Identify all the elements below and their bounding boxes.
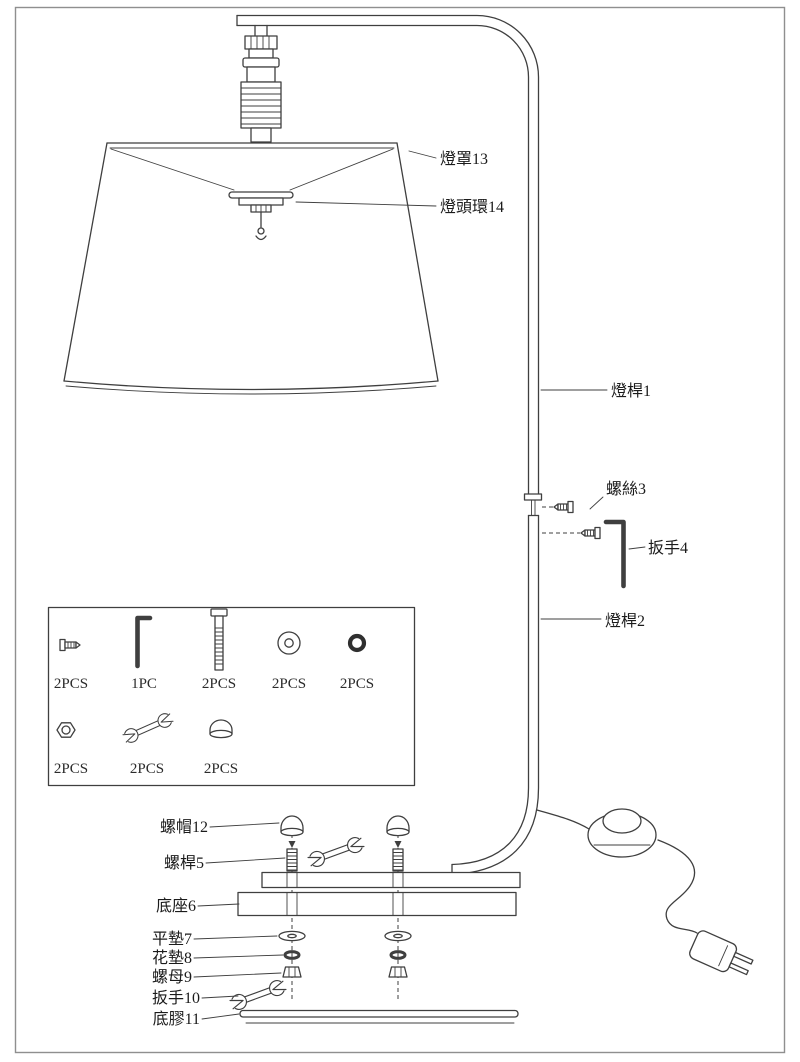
wrench-box-icon [121,710,175,746]
o-ring-icon [347,633,367,653]
cap-nut-right-icon [386,815,410,837]
arrow-down-icon [288,841,296,848]
leader-flat-washer [193,935,278,940]
screw-rod-right-icon [392,848,404,872]
power-plug [689,930,754,976]
callout-base-pad: 底膠11 [153,1010,200,1028]
callout-shade: 燈罩13 [440,150,488,168]
base-assembly [228,815,521,1024]
leader-nut [193,972,282,978]
wood-base [237,891,517,917]
callout-hex-wrench: 扳手4 [648,538,688,557]
leader-wrench [201,995,239,999]
foot-switch [587,808,657,858]
leader-spring-washer [193,954,284,959]
callout-wrench: 扳手10 [152,988,200,1007]
qty-label: 2PCS [272,676,306,692]
lower-pole [451,514,540,876]
leader-screw-rod [205,857,286,864]
arrow-down-icon [394,841,402,848]
power-assembly [536,808,754,976]
leader-shade [408,150,437,159]
grub-screw-icon [59,638,81,652]
callout-spring-washer: 花墊8 [152,949,192,967]
callout-nut: 螺母9 [152,968,192,986]
qty-label: 2PCS [340,676,374,692]
lampshade [63,142,439,395]
screw-rod-left-icon [286,848,298,872]
allen-key-box-icon [135,615,153,669]
qty-label: 1PC [131,676,157,692]
cap-nut-box-icon [209,719,233,739]
parts-box-border [47,606,416,787]
lamp-socket [240,24,282,143]
qty-label: 2PCS [130,761,164,777]
lamp-arm [236,14,540,495]
qty-label: 2PCS [204,761,238,777]
nut-icon [56,722,76,738]
flat-washer-right-icon [384,930,412,942]
leader-base [197,903,240,907]
flat-washer-icon [277,631,301,655]
set-screw-2 [542,526,601,540]
leader-hex-wrench [628,546,646,550]
callout-pole-upper: 燈桿1 [611,382,651,400]
nut-left-icon [282,966,302,978]
bolt-icon [210,608,228,671]
callouts-bottom-left: 螺帽12 螺桿5 底座6 平墊7 花墊8 螺母9 扳手10 底膠11 [152,818,286,1028]
base-pad-strip [239,1009,519,1018]
plug-prong-icon [733,951,754,965]
set-screw-1 [542,500,574,514]
callout-set-screw: 螺絲3 [606,480,646,498]
lamp-head-ring [228,191,294,241]
power-cord-left [536,809,590,830]
flat-washer-left-icon [278,930,306,942]
leader-set-screw [589,496,604,510]
leader-base-pad [201,1013,240,1020]
callout-pole-lower: 燈桿2 [605,612,645,630]
wrench-mid-icon [306,834,366,870]
callout-flat-washer: 平墊7 [152,930,192,948]
callout-screw-rod: 螺桿5 [164,854,204,872]
power-cord-right [657,839,698,934]
leader-cap-nut [209,822,280,828]
callout-head-ring: 燈頭環14 [440,198,504,216]
cap-nut-left-icon [280,815,304,837]
nut-right-icon [388,966,408,978]
page-frame [14,6,786,1054]
callout-cap-nut: 螺帽12 [160,818,208,836]
callouts-right: 燈罩13 燈頭環14 燈桿1 螺絲3 扳手4 燈桿2 [295,150,688,630]
allen-key-icon [603,519,626,589]
leader-head-ring [295,201,437,207]
qty-label: 2PCS [54,761,88,777]
plug-prong-icon [728,962,749,976]
parts-box: 2PCS 1PC 2PCS 2PCS 2PCS 2PCS 2PCS 2PCS [47,606,416,787]
qty-label: 2PCS [202,676,236,692]
mounting-plate [261,871,521,889]
wrench-bottom-icon [228,977,288,1013]
qty-label: 2PCS [54,676,88,692]
pole-joint [523,493,543,516]
callout-base: 底座6 [156,897,196,915]
